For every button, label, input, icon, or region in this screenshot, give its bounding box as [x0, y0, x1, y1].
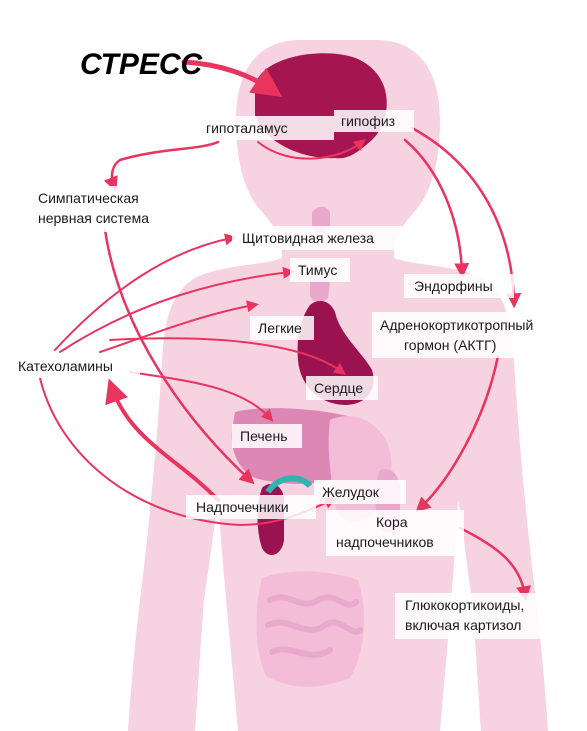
label-thymus: Тимус [298, 262, 337, 278]
arrow-catecholamines-lungs [99, 300, 259, 353]
label-endorphins: Эндорфины [414, 278, 493, 294]
diagram-title: СТРЕСС [80, 48, 204, 81]
arrow-hypothalamus-pituitary [257, 138, 366, 160]
arrow-acth-cortex [415, 354, 500, 513]
arrow-catecholamines-liver [129, 371, 274, 422]
label-gluco-line2: включая картизол [405, 617, 521, 633]
arrow-stress-brain [181, 59, 283, 98]
arrow-cortex-gluco [458, 526, 531, 602]
label-sympathetic-line2: нервная система [38, 210, 149, 226]
arrow-hypothalamus-sympathetic [103, 140, 220, 192]
label-lungs: Легкие [258, 320, 302, 336]
adrenal-teal-accent [265, 475, 313, 494]
label-adrenals: Надпочечники [196, 499, 289, 515]
label-catecholamines: Катехоламины [18, 358, 113, 374]
labels: СТРЕСС гипоталамус гипофиз Симпатическая… [18, 48, 533, 633]
label-acth-line2: гормон (АКТГ) [404, 337, 496, 353]
label-stomach: Желудок [322, 484, 380, 500]
arrow-catecholamines-heart [109, 337, 346, 376]
arrow-catecholamines-thyroid [54, 233, 237, 351]
label-heart: Сердце [314, 380, 363, 396]
label-hypothalamus: гипоталамус [206, 120, 288, 136]
arrow-sympathetic-adrenals [103, 228, 255, 485]
label-acth-line1: Адренокортикотропный [380, 317, 533, 333]
label-pituitary: гипофиз [341, 113, 395, 129]
arrow-catecholamines-thymus [59, 266, 295, 353]
intestine-loops [265, 594, 363, 658]
thymus-shape [310, 277, 330, 303]
label-backgrounds [10, 110, 572, 639]
label-sympathetic-line1: Симпатическая [38, 190, 139, 206]
label-cortex-line1: Кора [376, 514, 408, 530]
label-liver: Печень [240, 428, 288, 444]
arrow-pituitary-endorphins [403, 138, 470, 279]
label-thyroid: Щитовидная железа [242, 230, 374, 246]
label-gluco-line1: Глюкокортикоиды, [405, 597, 524, 613]
label-cortex-line2: надпочечников [336, 534, 434, 550]
arrow-adrenals-catecholamines [105, 378, 220, 502]
